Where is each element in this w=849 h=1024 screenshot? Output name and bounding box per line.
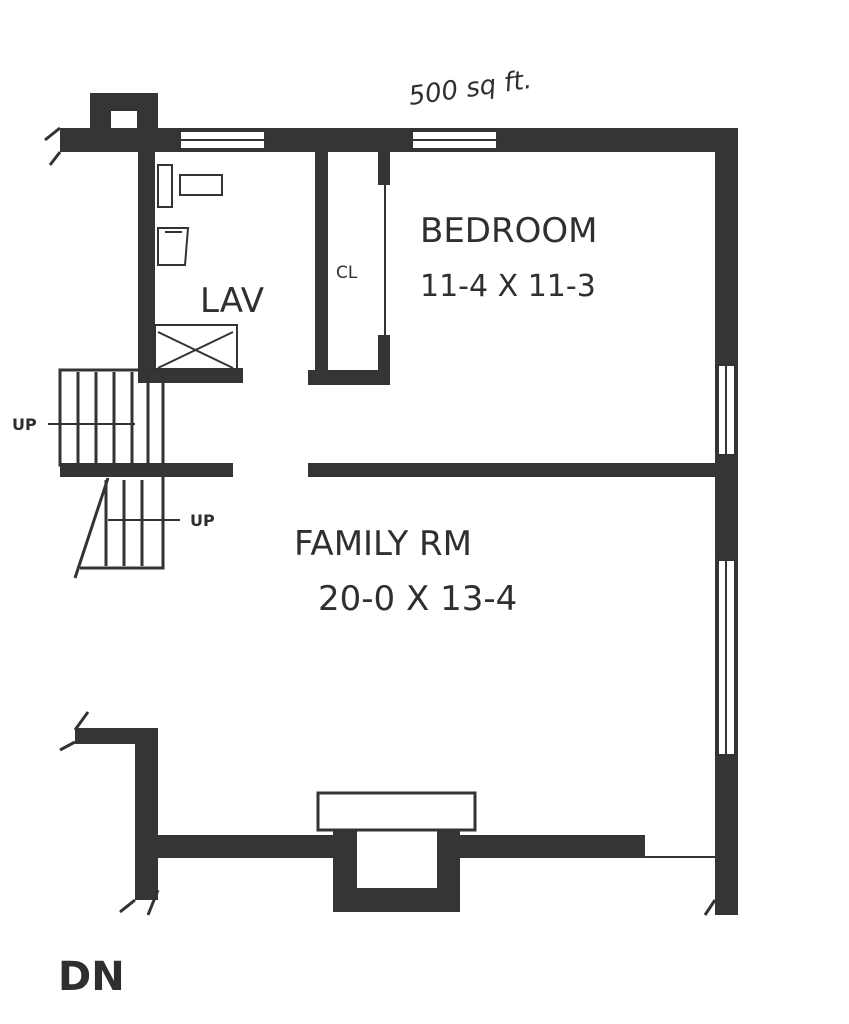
right-wall	[715, 128, 738, 915]
closet-label: CL	[336, 263, 358, 283]
bedroom-size: 11-4 X 11-3	[420, 269, 596, 304]
bedroom-wall	[308, 463, 718, 477]
lav-label: LAV	[200, 281, 264, 321]
top-wall	[60, 128, 738, 152]
stairs-down-label: DN	[58, 954, 125, 1000]
family-room-label: FAMILY RM	[294, 524, 472, 564]
lav-wall	[138, 150, 155, 382]
stairs-lower	[73, 477, 180, 579]
stairs-upper	[48, 368, 165, 467]
bedroom-label: BEDROOM	[420, 211, 597, 251]
fireplace	[316, 791, 477, 912]
stairs-up-label: UP	[12, 415, 37, 434]
lav-fixtures	[154, 164, 238, 371]
area-annotation: 500 sq ft.	[407, 65, 534, 112]
lower-left-wall	[135, 728, 158, 900]
family-room-size: 20-0 X 13-4	[318, 579, 517, 619]
closet-wall	[315, 150, 328, 385]
stairs-up-label: UP	[190, 511, 215, 530]
chimney	[90, 93, 158, 133]
